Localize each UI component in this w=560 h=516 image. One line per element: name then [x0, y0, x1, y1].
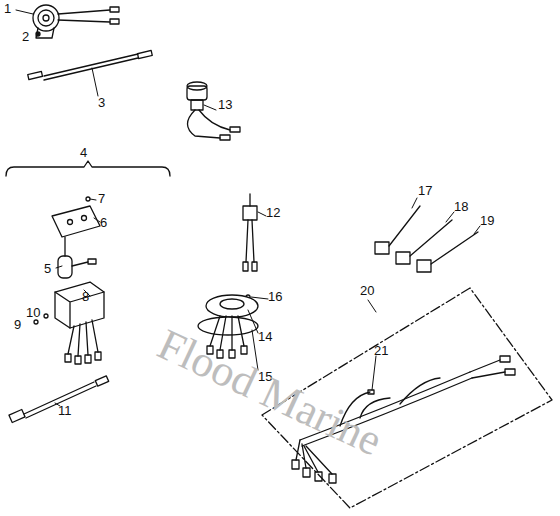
- group-bracket: [6, 161, 170, 176]
- callout-number: 9: [14, 318, 21, 331]
- callout-number: 17: [418, 184, 432, 197]
- callout-number: 7: [98, 192, 105, 205]
- callout-number: 8: [82, 290, 89, 303]
- callout-number: 18: [454, 200, 468, 213]
- callout-number: 4: [80, 146, 87, 159]
- callout-number: 12: [266, 206, 280, 219]
- callout-number: 14: [258, 330, 272, 343]
- callout-number: 10: [26, 306, 40, 319]
- watermark: Flood Marine: [151, 322, 388, 464]
- callout-number: 3: [98, 96, 105, 109]
- callout-number: 6: [100, 216, 107, 229]
- screw: [36, 32, 40, 36]
- callout-number: 20: [360, 284, 374, 297]
- horn: [33, 5, 119, 38]
- cable: [9, 376, 109, 423]
- connectors: [375, 206, 478, 272]
- toggle-switch: [243, 194, 257, 271]
- callout-number: 2: [22, 30, 29, 43]
- rectifier: [34, 282, 104, 364]
- callout-number: 5: [44, 262, 51, 275]
- plate: [52, 197, 100, 237]
- callout-number: 11: [58, 404, 72, 417]
- callout-number: 21: [374, 344, 388, 357]
- relay: [58, 237, 96, 278]
- key-switch: [187, 82, 240, 140]
- callout-number: 16: [268, 290, 282, 303]
- lead-wire: [28, 51, 153, 80]
- callout-number: 19: [480, 214, 494, 227]
- leader-lines: [16, 10, 480, 406]
- callout-number: 13: [218, 98, 232, 111]
- callout-number: 1: [4, 2, 11, 15]
